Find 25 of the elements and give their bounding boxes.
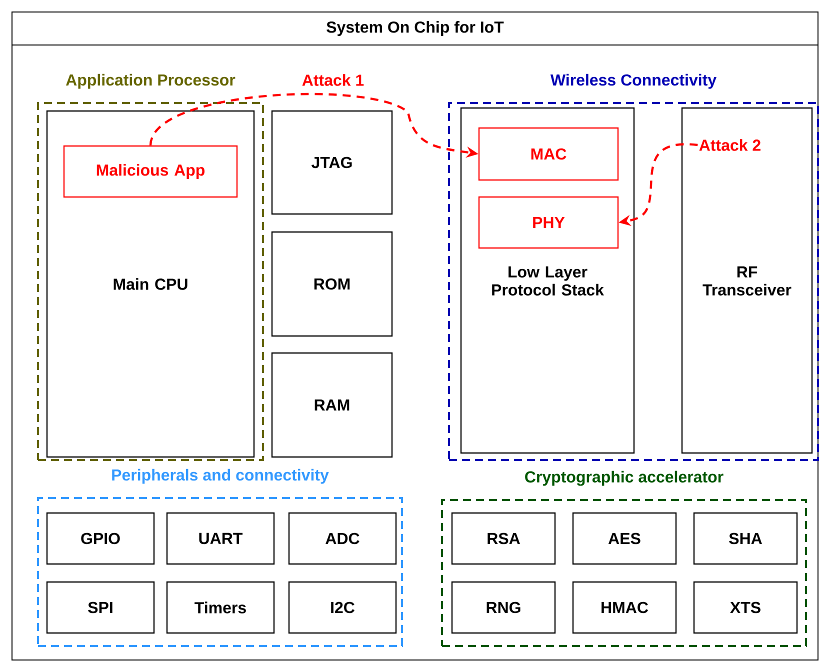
component-box: GPIO (46, 512, 155, 565)
component-box: JTAG (271, 110, 393, 215)
component-box: ADC (288, 512, 397, 565)
group-heading: Application Processor (66, 74, 236, 89)
component-box: SPI (46, 581, 155, 634)
group-heading: Cryptographic accelerator (525, 470, 724, 486)
component-box: AES (572, 512, 677, 565)
edge-label: Attack 1 (300, 73, 366, 87)
component-box: RAM (271, 352, 393, 458)
component-box: Timers (166, 581, 275, 634)
component-box: RSA (451, 512, 556, 565)
component-box: XTS (693, 581, 798, 634)
frame-heading: System On Chip for IoT (326, 21, 504, 36)
component-box: UART (166, 512, 275, 565)
component-box: RNG (451, 581, 556, 634)
group-heading: Peripherals and connectivity (112, 468, 329, 484)
component-box: SHA (693, 512, 798, 565)
component-box: Malicious App (63, 145, 238, 198)
component-box: I2C (288, 581, 397, 634)
component-box: HMAC (572, 581, 677, 634)
group-heading: Wireless Connectivity (550, 74, 716, 89)
component-box: ROM (271, 231, 393, 337)
attack-label: Attack 2 (699, 139, 760, 151)
component-box: MAC (478, 127, 619, 181)
component-box: PHY (478, 196, 619, 249)
